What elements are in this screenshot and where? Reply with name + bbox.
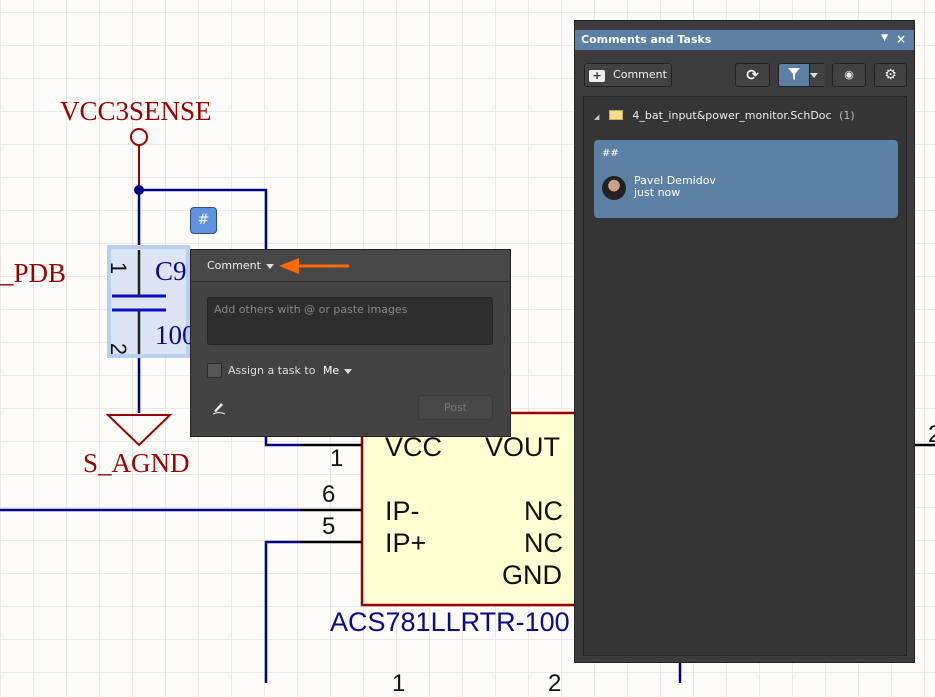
ic-pin-label: VCC — [385, 432, 443, 462]
ic-pin-label: IP- — [385, 496, 420, 526]
pin-number: 2 — [928, 421, 935, 448]
cap-value: 100 — [155, 320, 196, 350]
filter-icon — [788, 68, 800, 80]
pen-icon[interactable] — [211, 400, 229, 416]
arrow-annotation-icon — [279, 258, 349, 274]
comment-badge[interactable]: # — [190, 207, 217, 234]
comments-list: ◢ 4_bat_input&power_monitor.SchDoc (1) #… — [583, 96, 907, 656]
avatar — [602, 176, 626, 200]
wire — [264, 540, 300, 683]
ic-body — [360, 411, 594, 607]
ic-pin-label: NC — [524, 528, 563, 558]
assign-task-label: Assign a task to — [228, 364, 316, 377]
post-button[interactable]: Post — [418, 395, 493, 420]
junction — [134, 185, 144, 195]
assign-task-checkbox[interactable] — [207, 363, 222, 378]
close-icon[interactable]: × — [895, 32, 906, 46]
comment-text: ## — [602, 148, 619, 159]
schematic-canvas — [0, 128, 935, 683]
comment-input[interactable]: Add others with @ or paste images — [207, 297, 493, 345]
settings-button[interactable]: ⚙ — [874, 63, 907, 87]
refresh-button[interactable]: ⟳ — [735, 63, 770, 87]
pin-number: 1 — [392, 670, 406, 697]
filter-dropdown[interactable] — [809, 64, 825, 86]
panel-title-bar: Comments and Tasks ▼ × — [575, 30, 914, 50]
comment-count: (1) — [839, 109, 855, 122]
ic-pin-label: NC — [524, 496, 563, 526]
assignee-dropdown[interactable]: Me — [322, 364, 353, 377]
chevron-down-icon — [265, 263, 274, 269]
comment-time: just now — [634, 186, 681, 199]
comment-popup: Comment Add others with @ or paste image… — [190, 249, 511, 437]
comment-card[interactable]: ## Pavel Demidov just now — [594, 140, 898, 218]
gear-icon: ⚙ — [884, 67, 897, 83]
comments-and-tasks-panel: Comments and Tasks ▼ × + Comment ⟳ ◉ ⚙ ◢ … — [574, 20, 915, 663]
ic-pin-label: VOUT — [485, 432, 561, 462]
panel-title: Comments and Tasks — [581, 33, 712, 46]
ground-symbol — [105, 414, 173, 447]
filter-button[interactable] — [778, 63, 825, 87]
pin-number: 1 — [330, 445, 344, 472]
cap-pin1: 1 — [106, 261, 132, 275]
pin-number: 2 — [548, 670, 562, 697]
chevron-down-icon — [344, 368, 353, 374]
assignee-value: Me — [322, 364, 340, 377]
power-port — [130, 128, 148, 146]
document-group[interactable]: ◢ 4_bat_input&power_monitor.SchDoc (1) — [594, 109, 855, 122]
net-label-gnd: S_AGND — [83, 448, 190, 478]
ic-part-number: ACS781LLRTR-100 — [330, 607, 570, 637]
net-label-pdb: _PDB — [0, 258, 67, 288]
schematic-doc-icon — [608, 110, 623, 120]
ic-pin-label: IP+ — [385, 528, 427, 558]
add-comment-icon: + — [589, 70, 606, 82]
add-comment-button[interactable]: + Comment — [584, 63, 672, 87]
net-label-vcc: VCC3SENSE — [60, 96, 212, 126]
comment-button-label: Comment — [613, 68, 667, 81]
comment-author: Pavel Demidov — [634, 174, 716, 187]
pin-number: 6 — [322, 481, 336, 508]
cap-designator: C9 — [155, 256, 187, 286]
document-name: 4_bat_input&power_monitor.SchDoc — [632, 109, 832, 122]
comment-type-dropdown[interactable]: Comment — [191, 250, 510, 282]
panel-menu-icon[interactable]: ▼ — [881, 33, 888, 43]
pin-number: 5 — [322, 513, 336, 540]
eye-icon: ◉ — [844, 68, 854, 81]
refresh-icon: ⟳ — [746, 66, 759, 84]
expand-icon[interactable]: ◢ — [594, 113, 600, 121]
visibility-button[interactable]: ◉ — [832, 63, 866, 87]
comment-type-label: Comment — [207, 259, 261, 272]
ic-pin-label: GND — [502, 560, 562, 590]
cap-pin2: 2 — [106, 342, 132, 356]
